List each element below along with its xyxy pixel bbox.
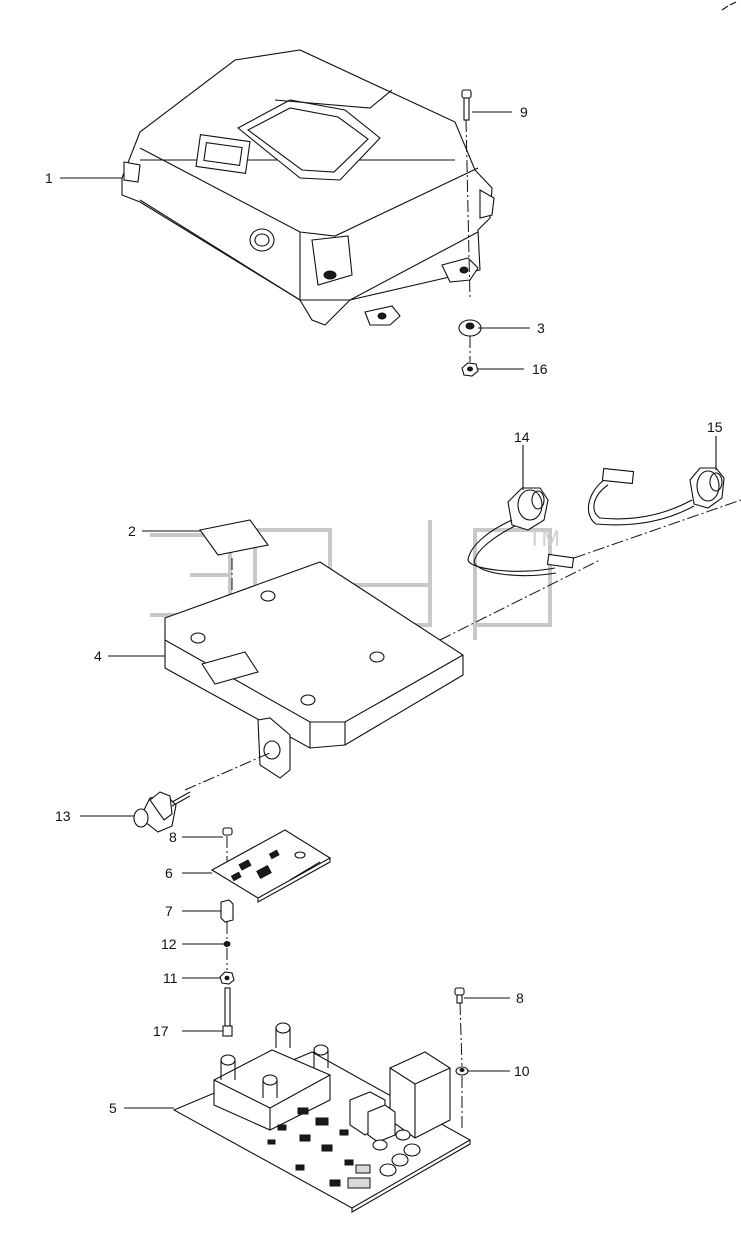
callout-9: 9	[520, 104, 528, 120]
callout-6: 6	[165, 865, 173, 881]
part-5-main-pcb	[172, 1022, 472, 1213]
callout-labels: 1 9 3 16 14 15 2 4 13 8 6 7 12 11 17 8 1…	[45, 104, 723, 1116]
callout-15: 15	[707, 419, 723, 435]
part-1-enclosure	[121, 49, 495, 326]
part-16-nut	[461, 362, 479, 377]
part-13-connector	[133, 791, 191, 833]
callout-10: 10	[514, 1063, 530, 1079]
part-11-nut	[219, 971, 235, 985]
callout-1: 1	[45, 170, 53, 186]
callout-3: 3	[537, 320, 545, 336]
callout-8-upper: 8	[169, 829, 177, 845]
part-10-washer	[455, 1066, 469, 1130]
callout-16: 16	[532, 361, 548, 377]
callout-8-lower: 8	[516, 990, 524, 1006]
part-14-cable-gland	[467, 487, 741, 577]
callout-4: 4	[94, 648, 102, 664]
callout-leaders	[60, 111, 717, 1109]
watermark-tm: TM	[528, 526, 560, 551]
part-4-mounting-plate	[164, 561, 464, 791]
part-9-screw	[461, 89, 472, 301]
part-17-stud	[222, 987, 233, 1037]
corner-mark	[721, 1, 737, 11]
callout-12: 12	[161, 936, 177, 952]
callout-7: 7	[165, 903, 173, 919]
part-6-pcb	[210, 829, 332, 903]
part-15-cable	[439, 467, 725, 641]
part-8-screw-lower	[454, 987, 465, 1067]
callout-2: 2	[128, 523, 136, 539]
callout-14: 14	[514, 429, 530, 445]
part-12-washer	[223, 941, 231, 970]
part-8-screw-upper	[222, 827, 233, 870]
callout-13: 13	[55, 808, 71, 824]
part-3-spacer	[458, 319, 482, 362]
callout-11: 11	[163, 970, 178, 986]
callout-5: 5	[109, 1100, 117, 1116]
callout-17: 17	[153, 1023, 169, 1039]
part-7-standoff	[220, 899, 234, 940]
